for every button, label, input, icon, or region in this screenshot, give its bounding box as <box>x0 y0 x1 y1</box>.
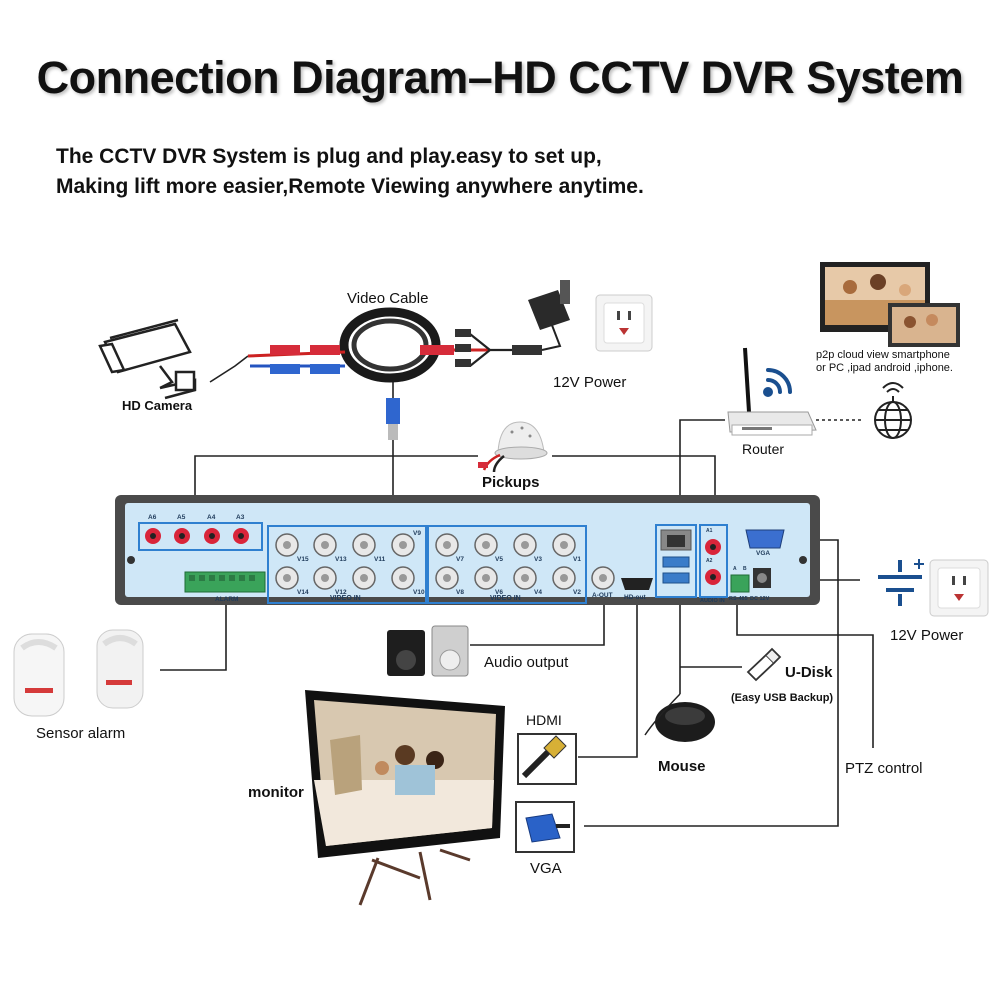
pir-sensor-icon <box>13 633 65 717</box>
label-ptz-control: PTZ control <box>845 760 923 777</box>
label-router: Router <box>742 441 785 457</box>
wifi-icon <box>763 368 792 397</box>
label-hd-camera: HD Camera <box>122 398 193 413</box>
label-monitor: monitor <box>248 784 304 801</box>
label-power-right: 12V Power <box>890 627 964 644</box>
p2p-devices <box>820 262 960 347</box>
label-mouse: Mouse <box>658 758 706 775</box>
audio-ports-right <box>705 539 721 585</box>
globe-icon <box>874 382 912 439</box>
dc-power-jack <box>753 568 771 588</box>
label-video-cable: Video Cable <box>347 290 429 307</box>
power-adapter-icon <box>528 280 570 330</box>
camera-cable-line <box>209 355 249 383</box>
hdmi-port <box>621 578 653 590</box>
alarm-terminal-block <box>184 571 266 593</box>
dc-power-symbol <box>878 559 924 606</box>
bnc-ports <box>275 533 615 590</box>
speakers-icon <box>387 625 469 677</box>
label-usb-backup: (Easy USB Backup) <box>731 692 834 704</box>
label-p2p-line-1: p2p cloud view smartphone <box>816 349 950 361</box>
power-splitter <box>455 319 562 367</box>
hdmi-cable-icon <box>517 733 577 785</box>
subtitle-line-1: The CCTV DVR System is plug and play.eas… <box>56 145 602 168</box>
label-sensor-alarm: Sensor alarm <box>36 725 126 742</box>
pickup-microphone-icon <box>478 421 548 473</box>
router-lan-line <box>679 419 725 528</box>
label-power-top: 12V Power <box>553 374 627 391</box>
subtitle-line-2: Making lift more easier,Remote Viewing a… <box>56 175 644 198</box>
usb-ports <box>662 556 690 584</box>
label-vga: VGA <box>530 860 562 877</box>
pir-sensor-icon <box>96 629 144 709</box>
vga-cable-icon <box>515 801 575 853</box>
usb-drive-icon <box>746 647 782 682</box>
hd-camera <box>98 318 197 400</box>
label-p2p-line-2: or PC ,ipad android ,iphone. <box>816 362 953 374</box>
wall-socket-right <box>929 559 989 617</box>
rca-port <box>174 528 190 544</box>
ptz-line <box>736 595 874 748</box>
audio-in-ports <box>145 528 249 544</box>
rs485-terminal <box>730 574 750 593</box>
mouse-icon <box>644 693 715 742</box>
router-icon <box>727 347 817 436</box>
wall-socket-top <box>595 294 653 352</box>
vga-port <box>745 529 785 549</box>
label-u-disk: U-Disk <box>785 664 833 681</box>
rca-port <box>204 528 220 544</box>
label-hdmi: HDMI <box>526 712 562 728</box>
label-audio-output: Audio output <box>484 654 569 671</box>
alarm-line <box>160 605 227 671</box>
video-cable <box>247 307 490 440</box>
monitor-icon <box>305 690 505 906</box>
label-pickups: Pickups <box>482 474 540 491</box>
lan-port <box>660 529 692 551</box>
rca-port <box>233 528 249 544</box>
diagram-title: Connection Diagram–HD CCTV DVR System <box>36 52 964 103</box>
hdmi-line <box>578 600 638 758</box>
rca-port <box>145 528 161 544</box>
